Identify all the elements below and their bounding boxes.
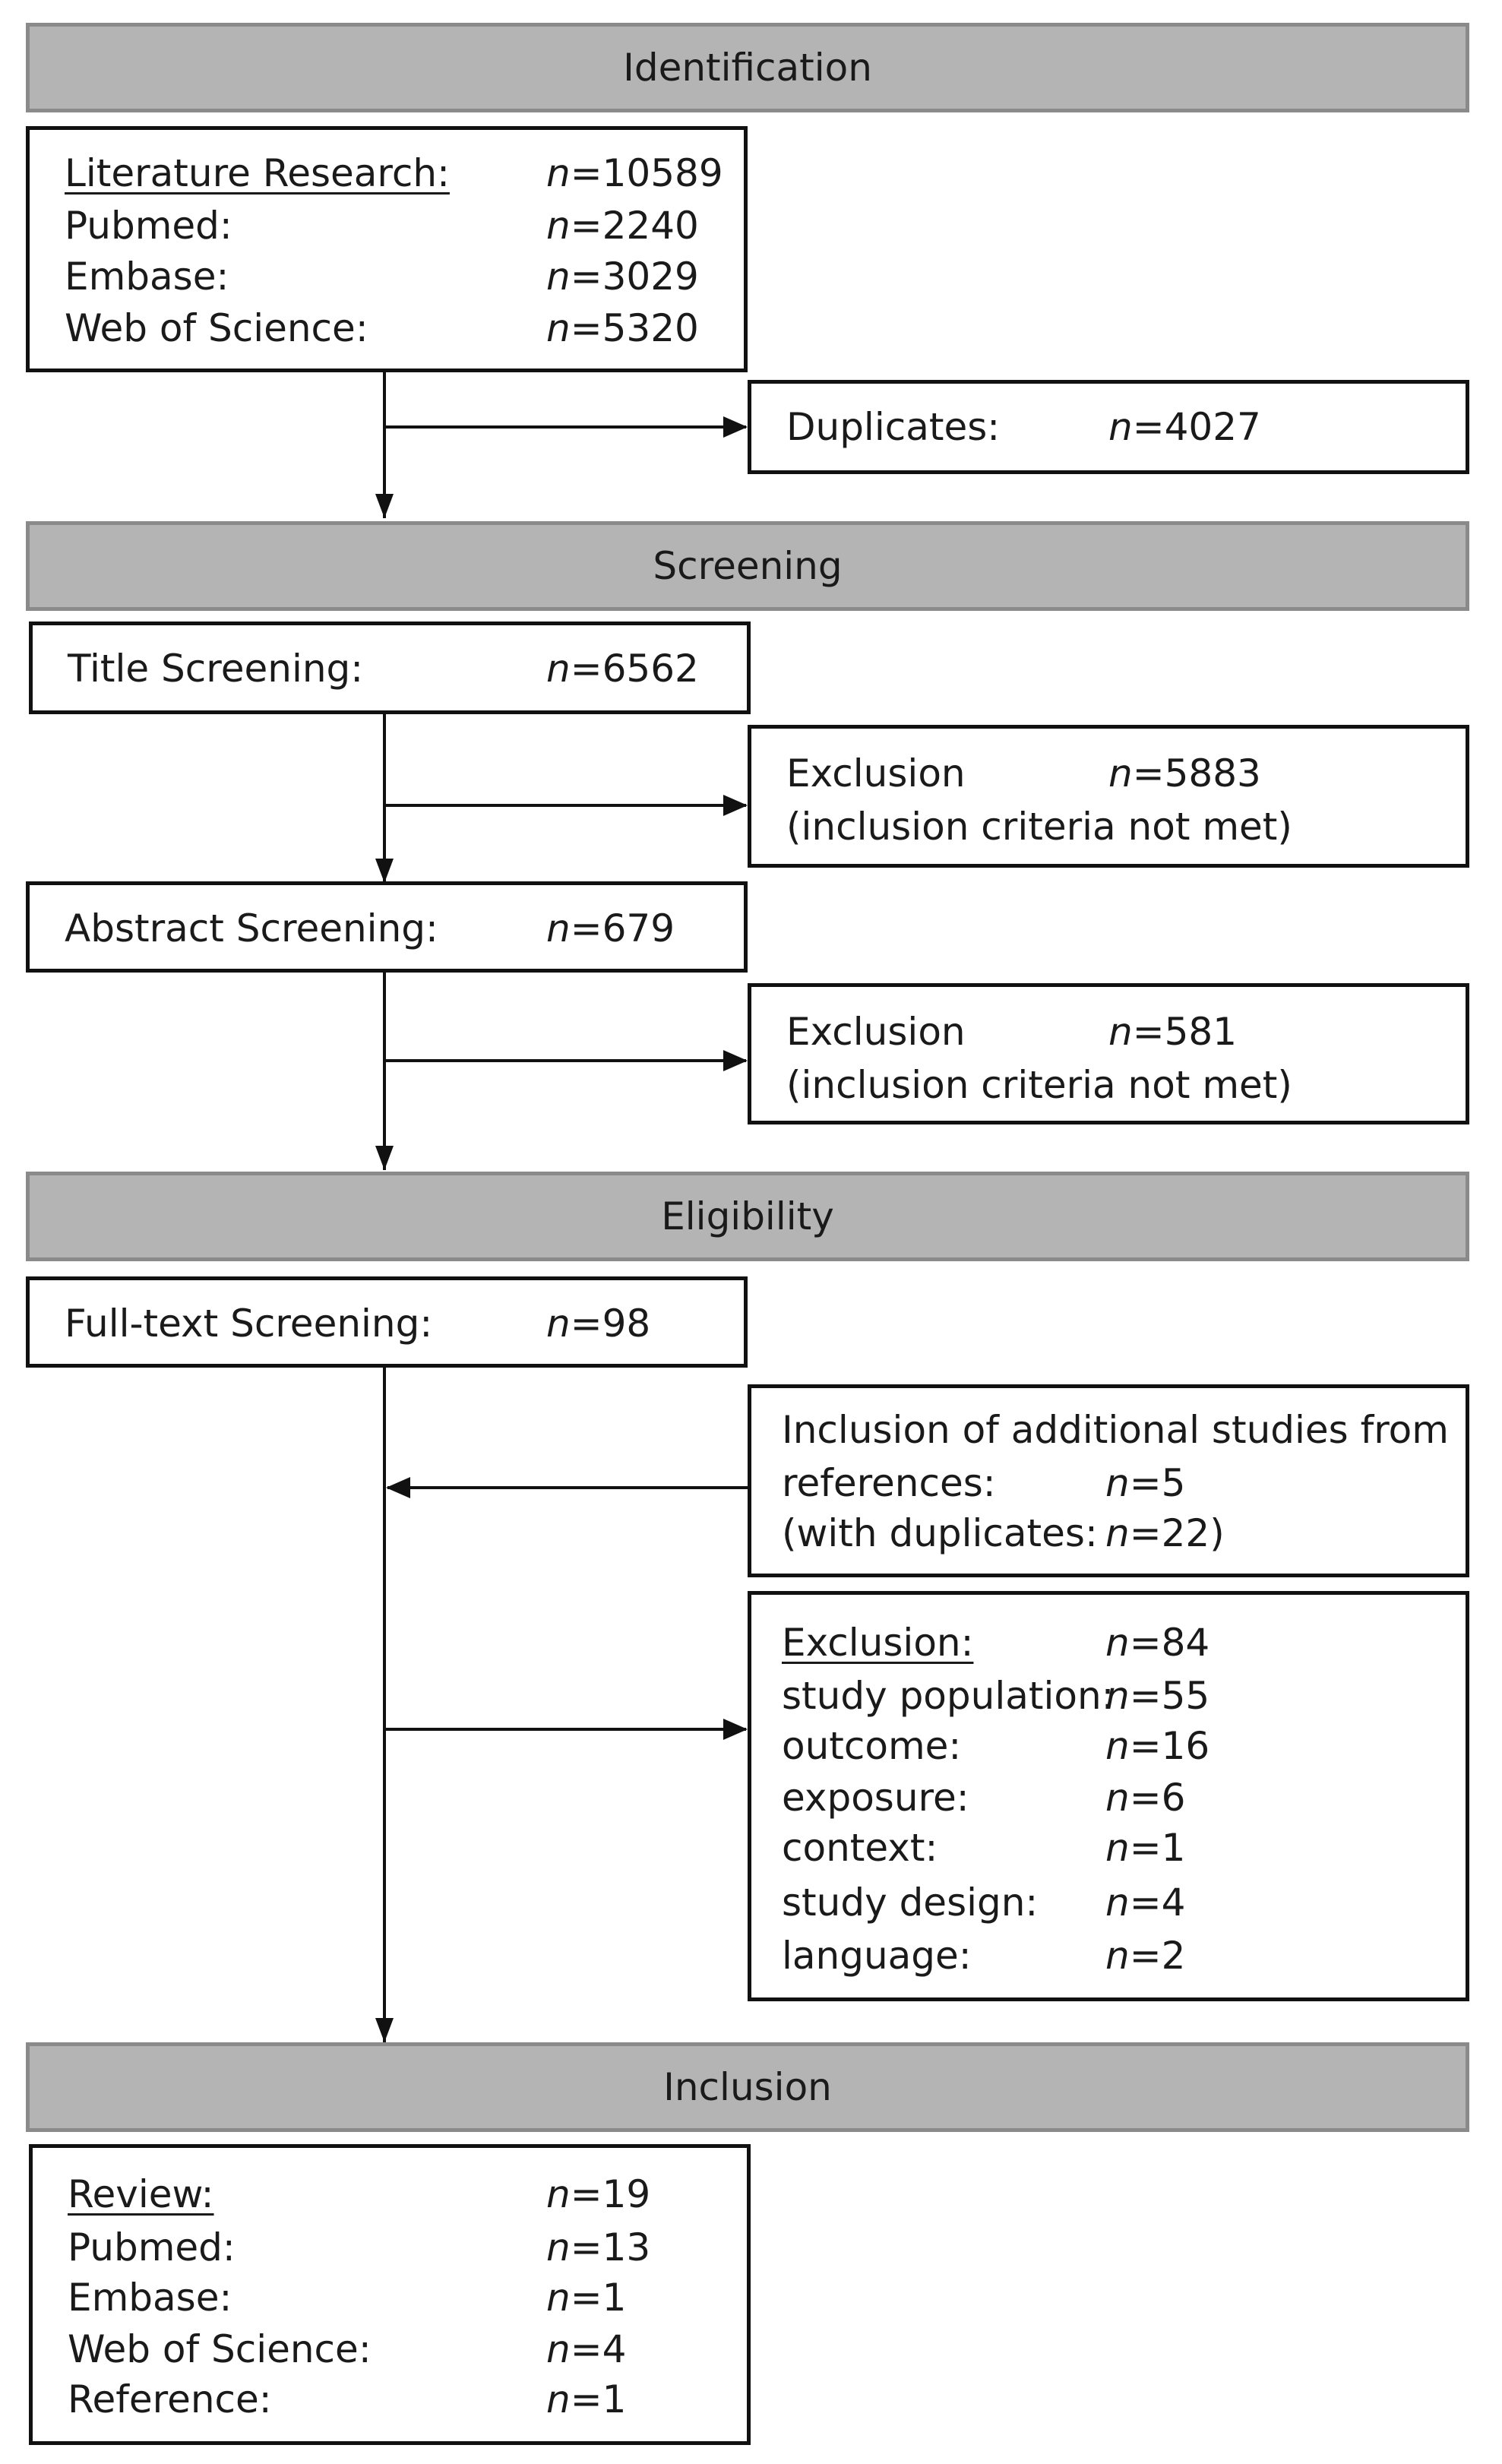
phase-eligibility: Eligibility bbox=[26, 1172, 1469, 1261]
pubmed-value: n=2240 bbox=[546, 204, 699, 248]
abstract-screening-row: Abstract Screening: n=679 bbox=[30, 903, 744, 954]
title-screening-value: n=6562 bbox=[546, 647, 699, 691]
duplicates-label: Duplicates: bbox=[786, 405, 1001, 449]
review-embase-label: Embase: bbox=[68, 2276, 232, 2320]
exclusion-fulltext-row: context: n=1 bbox=[751, 1823, 1466, 1873]
exclusion-study-population-label: study population: bbox=[782, 1674, 1115, 1718]
exclusion-title-box: Exclusion n=5883 (inclusion criteria not… bbox=[748, 725, 1469, 868]
abstract-screening-label: Abstract Screening: bbox=[65, 906, 438, 950]
exclusion-outcome-value: n=16 bbox=[1105, 1724, 1210, 1768]
exclusion-context-label: context: bbox=[782, 1826, 938, 1870]
review-web-of-science-label: Web of Science: bbox=[68, 2327, 372, 2371]
exclusion-exposure-label: exposure: bbox=[782, 1776, 969, 1820]
exclusion-title-note: (inclusion criteria not met) bbox=[786, 805, 1292, 849]
phase-screening: Screening bbox=[26, 521, 1469, 611]
additional-line1-row: Inclusion of additional studies from bbox=[751, 1405, 1466, 1455]
additional-references-label: references: bbox=[782, 1461, 996, 1505]
review-web-of-science-value: n=4 bbox=[546, 2327, 627, 2371]
exclusion-title-label: Exclusion bbox=[786, 751, 966, 796]
literature-research-box: Literature Research: n=10589 Pubmed: n=2… bbox=[26, 126, 748, 372]
duplicates-box: Duplicates: n=4027 bbox=[748, 380, 1469, 474]
exclusion-fulltext-box: Exclusion: n=84 study population: n=55 o… bbox=[748, 1591, 1469, 2001]
literature-row: Pubmed: n=2240 bbox=[30, 201, 744, 251]
title-screening-row: Title Screening: n=6562 bbox=[33, 644, 747, 694]
exclusion-study-design-value: n=4 bbox=[1105, 1880, 1186, 1925]
exclusion-abstract-value: n=581 bbox=[1108, 1010, 1238, 1054]
exclusion-fulltext-row: language: n=2 bbox=[751, 1931, 1466, 1981]
fulltext-screening-label: Full-text Screening: bbox=[65, 1302, 433, 1346]
exclusion-fulltext-row: outcome: n=16 bbox=[751, 1721, 1466, 1771]
literature-total-label: Literature Research: bbox=[65, 151, 450, 195]
exclusion-exposure-value: n=6 bbox=[1105, 1776, 1186, 1820]
exclusion-title-note-row: (inclusion criteria not met) bbox=[751, 802, 1466, 852]
abstract-screening-box: Abstract Screening: n=679 bbox=[26, 881, 748, 973]
additional-line1: Inclusion of additional studies from bbox=[782, 1408, 1449, 1452]
phase-screening-label: Screening bbox=[653, 544, 843, 588]
literature-total-value: n=10589 bbox=[546, 151, 723, 195]
review-reference-label: Reference: bbox=[68, 2377, 272, 2421]
exclusion-fulltext-row: Exclusion: n=84 bbox=[751, 1618, 1466, 1668]
exclusion-fulltext-row: study design: n=4 bbox=[751, 1877, 1466, 1928]
review-row: Pubmed: n=13 bbox=[33, 2222, 747, 2273]
review-label: Review: bbox=[68, 2172, 214, 2216]
duplicates-value: n=4027 bbox=[1108, 405, 1261, 449]
web-of-science-value: n=5320 bbox=[546, 306, 699, 350]
exclusion-fulltext-value: n=84 bbox=[1105, 1621, 1210, 1665]
fulltext-screening-box: Full-text Screening: n=98 bbox=[26, 1276, 748, 1368]
literature-row: Literature Research: n=10589 bbox=[30, 148, 744, 198]
additional-references-row: references: n=5 bbox=[751, 1458, 1466, 1508]
additional-studies-box: Inclusion of additional studies from ref… bbox=[748, 1384, 1469, 1577]
phase-eligibility-label: Eligibility bbox=[661, 1194, 834, 1238]
exclusion-language-label: language: bbox=[782, 1934, 972, 1978]
exclusion-fulltext-row: exposure: n=6 bbox=[751, 1773, 1466, 1823]
embase-value: n=3029 bbox=[546, 255, 699, 299]
phase-inclusion-label: Inclusion bbox=[663, 2065, 832, 2109]
abstract-screening-value: n=679 bbox=[546, 906, 675, 950]
review-row: Web of Science: n=4 bbox=[33, 2324, 747, 2374]
fulltext-screening-row: Full-text Screening: n=98 bbox=[30, 1298, 744, 1349]
web-of-science-label: Web of Science: bbox=[65, 306, 368, 350]
additional-duplicates-value: n=22) bbox=[1105, 1511, 1225, 1555]
exclusion-abstract-note-row: (inclusion criteria not met) bbox=[751, 1060, 1466, 1110]
exclusion-language-value: n=2 bbox=[1105, 1934, 1186, 1978]
pubmed-label: Pubmed: bbox=[65, 204, 232, 248]
exclusion-fulltext-row: study population: n=55 bbox=[751, 1671, 1466, 1721]
exclusion-context-value: n=1 bbox=[1105, 1826, 1186, 1870]
embase-label: Embase: bbox=[65, 255, 229, 299]
exclusion-title-value: n=5883 bbox=[1108, 751, 1261, 796]
review-row: Review: n=19 bbox=[33, 2169, 747, 2219]
fulltext-screening-value: n=98 bbox=[546, 1302, 651, 1346]
additional-duplicates-row: (with duplicates: n=22) bbox=[751, 1508, 1466, 1558]
additional-duplicates-label: (with duplicates: bbox=[782, 1511, 1098, 1555]
additional-references-value: n=5 bbox=[1105, 1461, 1186, 1505]
review-embase-value: n=1 bbox=[546, 2276, 627, 2320]
exclusion-outcome-label: outcome: bbox=[782, 1724, 962, 1768]
phase-identification-label: Identification bbox=[623, 46, 872, 90]
review-reference-value: n=1 bbox=[546, 2377, 627, 2421]
exclusion-study-design-label: study design: bbox=[782, 1880, 1039, 1925]
exclusion-title-row: Exclusion n=5883 bbox=[751, 748, 1466, 799]
title-screening-box: Title Screening: n=6562 bbox=[29, 622, 751, 714]
exclusion-abstract-label: Exclusion bbox=[786, 1010, 966, 1054]
review-box: Review: n=19 Pubmed: n=13 Embase: n=1 We… bbox=[29, 2144, 751, 2445]
exclusion-study-population-value: n=55 bbox=[1105, 1674, 1210, 1718]
review-row: Embase: n=1 bbox=[33, 2273, 747, 2323]
phase-identification: Identification bbox=[26, 23, 1469, 112]
review-pubmed-value: n=13 bbox=[546, 2225, 651, 2269]
review-value: n=19 bbox=[546, 2172, 651, 2216]
exclusion-fulltext-label: Exclusion: bbox=[782, 1621, 974, 1665]
literature-row: Embase: n=3029 bbox=[30, 251, 744, 302]
review-row: Reference: n=1 bbox=[33, 2374, 747, 2424]
title-screening-label: Title Screening: bbox=[68, 647, 364, 691]
exclusion-abstract-note: (inclusion criteria not met) bbox=[786, 1063, 1292, 1107]
duplicates-row: Duplicates: n=4027 bbox=[751, 402, 1466, 452]
exclusion-abstract-box: Exclusion n=581 (inclusion criteria not … bbox=[748, 983, 1469, 1124]
exclusion-abstract-row: Exclusion n=581 bbox=[751, 1007, 1466, 1057]
review-pubmed-label: Pubmed: bbox=[68, 2225, 236, 2269]
literature-row: Web of Science: n=5320 bbox=[30, 303, 744, 353]
phase-inclusion: Inclusion bbox=[26, 2042, 1469, 2132]
